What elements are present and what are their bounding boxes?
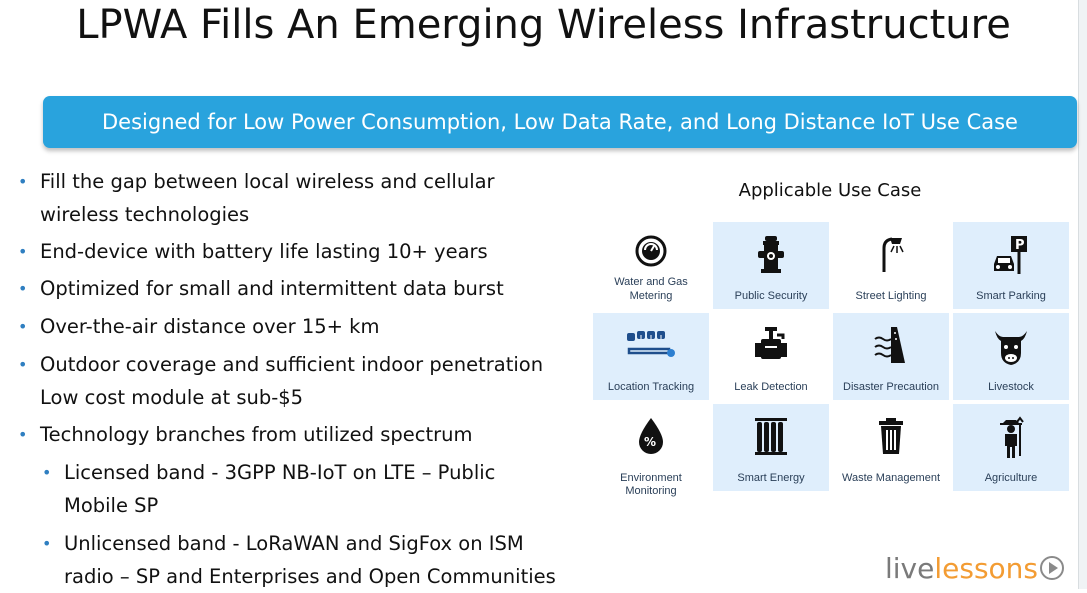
bullet-text: End-device with battery life lasting 10+… bbox=[40, 240, 488, 263]
subtitle-banner: Designed for Low Power Consumption, Low … bbox=[43, 96, 1077, 148]
bullet-text: Over-the-air distance over 15+ km bbox=[40, 315, 380, 338]
use-case-environment-monitoring: % Environment Monitoring bbox=[593, 404, 709, 497]
svg-text:%: % bbox=[644, 435, 656, 449]
use-case-public-security: Public Security bbox=[713, 222, 829, 309]
parking-icon: P bbox=[953, 234, 1069, 278]
livelessons-logo: livelessons bbox=[885, 552, 1065, 586]
bullet-dot-icon: • bbox=[18, 172, 28, 191]
farmer-icon bbox=[953, 416, 1069, 460]
hydrant-icon bbox=[713, 234, 829, 278]
slide-title: LPWA Fills An Emerging Wireless Infrastr… bbox=[76, 2, 1011, 48]
subbullet-text: Mobile SP bbox=[64, 494, 159, 517]
use-case-livestock: Livestock bbox=[953, 313, 1069, 400]
use-case-label: Public Security bbox=[734, 290, 808, 302]
valve-icon bbox=[713, 325, 829, 369]
use-case-street-lighting: Street Lighting bbox=[833, 222, 949, 309]
bullet-text: Optimized for small and intermittent dat… bbox=[40, 277, 504, 300]
meter-icon bbox=[593, 234, 709, 278]
tracking-icon bbox=[593, 325, 709, 369]
use-case-waste-management: Waste Management bbox=[833, 404, 949, 491]
bullet-text: Low cost module at sub-$5 bbox=[40, 386, 304, 409]
bullet-text: wireless technologies bbox=[40, 203, 250, 226]
bullet-text: Fill the gap between local wireless and … bbox=[40, 170, 495, 193]
use-case-heading: Applicable Use Case bbox=[738, 180, 922, 201]
use-case-label: Metering bbox=[629, 290, 673, 302]
use-case-leak-detection: Leak Detection bbox=[713, 313, 829, 400]
use-case-grid: Water and Gas Metering Public Security S… bbox=[593, 222, 1073, 497]
use-case-label: Environment Monitoring bbox=[620, 472, 682, 497]
use-case-label: Agriculture bbox=[984, 472, 1038, 484]
subbullet-text: radio – SP and Enterprises and Open Comm… bbox=[64, 565, 556, 588]
bullet-dot-icon: • bbox=[18, 279, 28, 298]
bullet-dot-icon: • bbox=[18, 355, 28, 374]
drop-icon: % bbox=[593, 416, 709, 460]
bullet-dot-icon: • bbox=[18, 317, 28, 336]
slide-right-edge bbox=[1078, 0, 1087, 589]
bullet-text: Outdoor coverage and sufficient indoor p… bbox=[40, 353, 544, 376]
subbullet-text: Licensed band - 3GPP NB-IoT on LTE – Pub… bbox=[64, 461, 496, 484]
bullet-dot-icon: • bbox=[18, 242, 28, 261]
use-case-label: Leak Detection bbox=[734, 381, 808, 393]
use-case-label: Disaster Precaution bbox=[843, 381, 939, 393]
use-case-label: Street Lighting bbox=[855, 290, 927, 302]
svg-text:P: P bbox=[1015, 238, 1025, 253]
use-case-smart-energy: Smart Energy bbox=[713, 404, 829, 491]
subbullet-text: Unlicensed band - LoRaWAN and SigFox on … bbox=[64, 532, 524, 555]
use-case-label: Waste Management bbox=[841, 472, 941, 484]
bullet-dot-icon: • bbox=[42, 463, 52, 482]
bullet-dot-icon: • bbox=[18, 425, 28, 444]
bullet-dot-icon: • bbox=[42, 534, 52, 553]
dam-icon bbox=[833, 325, 949, 369]
streetlight-icon bbox=[833, 234, 949, 278]
use-case-disaster-precaution: Disaster Precaution bbox=[833, 313, 949, 400]
use-case-label: Smart Energy bbox=[737, 472, 805, 484]
use-case-label: Location Tracking bbox=[607, 381, 695, 393]
use-case-label: Livestock bbox=[988, 381, 1034, 393]
use-case-agriculture: Agriculture bbox=[953, 404, 1069, 491]
play-icon bbox=[1040, 556, 1065, 580]
bullet-text: Technology branches from utilized spectr… bbox=[40, 423, 473, 446]
use-case-water-gas-metering: Water and Gas Metering bbox=[593, 222, 709, 309]
use-case-label: Water and Gas bbox=[614, 276, 688, 288]
use-case-location-tracking: Location Tracking bbox=[593, 313, 709, 400]
cow-icon bbox=[953, 325, 1069, 369]
use-case-label: Smart Parking bbox=[976, 290, 1046, 302]
use-case-smart-parking: P Smart Parking bbox=[953, 222, 1069, 309]
trash-icon bbox=[833, 416, 949, 460]
radiator-icon bbox=[713, 416, 829, 460]
